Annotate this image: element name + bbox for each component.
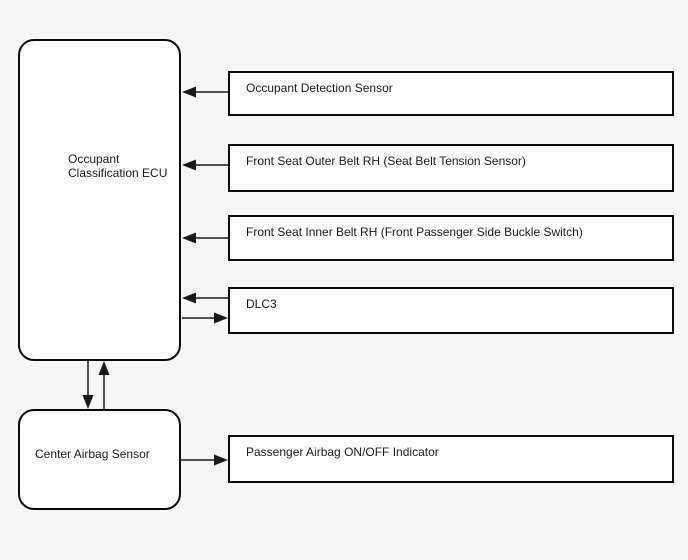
node-label-front-seat-outer-belt-rh: Front Seat Outer Belt RH (Seat Belt Tens… [246, 154, 526, 168]
node-label-occupant-classification-ecu: Occupant Classification ECU [68, 152, 168, 180]
node-occupant-detection-sensor: Occupant Detection Sensor [228, 71, 674, 116]
arrow-dlc3-to-ecu [182, 292, 228, 304]
node-occupant-classification-ecu: Occupant Classification ECU [18, 39, 181, 361]
node-label-front-seat-inner-belt-rh: Front Seat Inner Belt RH (Front Passenge… [246, 225, 583, 239]
node-center-airbag-sensor: Center Airbag Sensor [18, 409, 181, 510]
node-front-seat-outer-belt-rh: Front Seat Outer Belt RH (Seat Belt Tens… [228, 144, 674, 192]
node-dlc3: DLC3 [228, 287, 674, 334]
arrow-front-seat-outer-belt-to-ecu [182, 159, 228, 171]
node-label-dlc3: DLC3 [246, 297, 277, 311]
node-label-passenger-airbag-on-off-indicator: Passenger Airbag ON/OFF Indicator [246, 445, 439, 459]
arrow-front-seat-inner-belt-to-ecu [182, 232, 228, 244]
node-passenger-airbag-on-off-indicator: Passenger Airbag ON/OFF Indicator [228, 435, 674, 483]
arrow-occupant-detection-sensor-to-ecu [182, 86, 228, 98]
node-label-occupant-detection-sensor: Occupant Detection Sensor [246, 81, 393, 95]
node-front-seat-inner-belt-rh: Front Seat Inner Belt RH (Front Passenge… [228, 215, 674, 261]
node-label-center-airbag-sensor: Center Airbag Sensor [35, 447, 150, 461]
arrow-center-airbag-sensor-to-ecu [98, 361, 110, 409]
arrow-ecu-to-dlc3 [182, 312, 228, 324]
arrow-center-airbag-sensor-to-passenger-indicator [181, 454, 228, 466]
arrow-ecu-to-center-airbag-sensor [82, 361, 94, 409]
